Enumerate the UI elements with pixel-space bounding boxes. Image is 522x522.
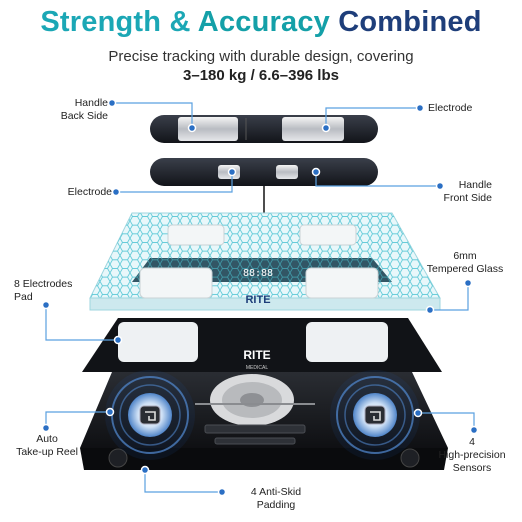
- label-sensors-line1: 4: [469, 436, 475, 448]
- label-tempered-glass: 6mm Tempered Glass: [420, 250, 510, 276]
- label-padding-line2: Padding: [256, 499, 296, 511]
- label-pads-line1: 8 Electrodes: [14, 278, 73, 290]
- headline-word-strength: Strength: [40, 6, 162, 38]
- subtitle-line-2: 3–180 kg / 6.6–396 lbs: [183, 67, 339, 84]
- headline-ampersand: &: [169, 6, 191, 38]
- label-take-up-reel: Auto Take-up Reel: [2, 433, 92, 459]
- label-glass-line2: Tempered Glass: [426, 263, 504, 275]
- headline: Strength & Accuracy Combined: [0, 6, 522, 39]
- handle-back-side: [150, 115, 378, 143]
- label-sensors-line3: Sensors: [452, 462, 492, 474]
- display-digits: 88:88: [243, 268, 273, 279]
- label-pads-line2: Pad: [14, 291, 33, 303]
- tempered-glass-top: 88:88 RITE: [89, 212, 441, 311]
- label-markers: [41, 98, 479, 497]
- sensor-right: [330, 370, 420, 460]
- label-sensors-line2: High-precision: [438, 449, 506, 461]
- leader-lines: [45, 102, 475, 493]
- label-handle-back-side: Handle Back Side: [18, 97, 108, 123]
- label-padding-line1: 4 Anti-Skid: [250, 486, 302, 498]
- label-handle-front-line2: Front Side: [443, 192, 492, 204]
- label-handle-back-line2: Back Side: [60, 110, 108, 122]
- label-reel-line1: Auto: [36, 433, 58, 445]
- subtitle-line-1: Precise tracking with durable design, co…: [108, 48, 414, 65]
- label-handle-front-side: Handle Front Side: [430, 179, 492, 205]
- electrode-pad-layer: RITE MEDICAL: [82, 318, 442, 372]
- label-electrode-left: Electrode: [67, 186, 112, 198]
- label-electrodes-pad: 8 Electrodes Pad: [14, 278, 104, 304]
- pad-logo: RITE: [243, 348, 270, 362]
- label-precision-sensors: 4 High-precision Sensors: [424, 436, 520, 475]
- label-reel-line2: Take-up Reel: [16, 446, 78, 458]
- sensor-left: [105, 370, 195, 460]
- glass-logo: RITE: [245, 294, 270, 306]
- label-anti-skid-padding: 4 Anti-Skid Padding: [226, 486, 326, 512]
- label-handle-front-line1: Handle: [458, 179, 492, 191]
- label-handle-back-line1: Handle: [74, 97, 108, 109]
- label-electrode-top: Electrode: [428, 102, 473, 114]
- headline-word-accuracy: Accuracy: [197, 6, 330, 38]
- label-glass-line1: 6mm: [453, 250, 477, 262]
- headline-word-combined: Combined: [338, 6, 482, 38]
- pad-logo-sub: MEDICAL: [246, 365, 268, 371]
